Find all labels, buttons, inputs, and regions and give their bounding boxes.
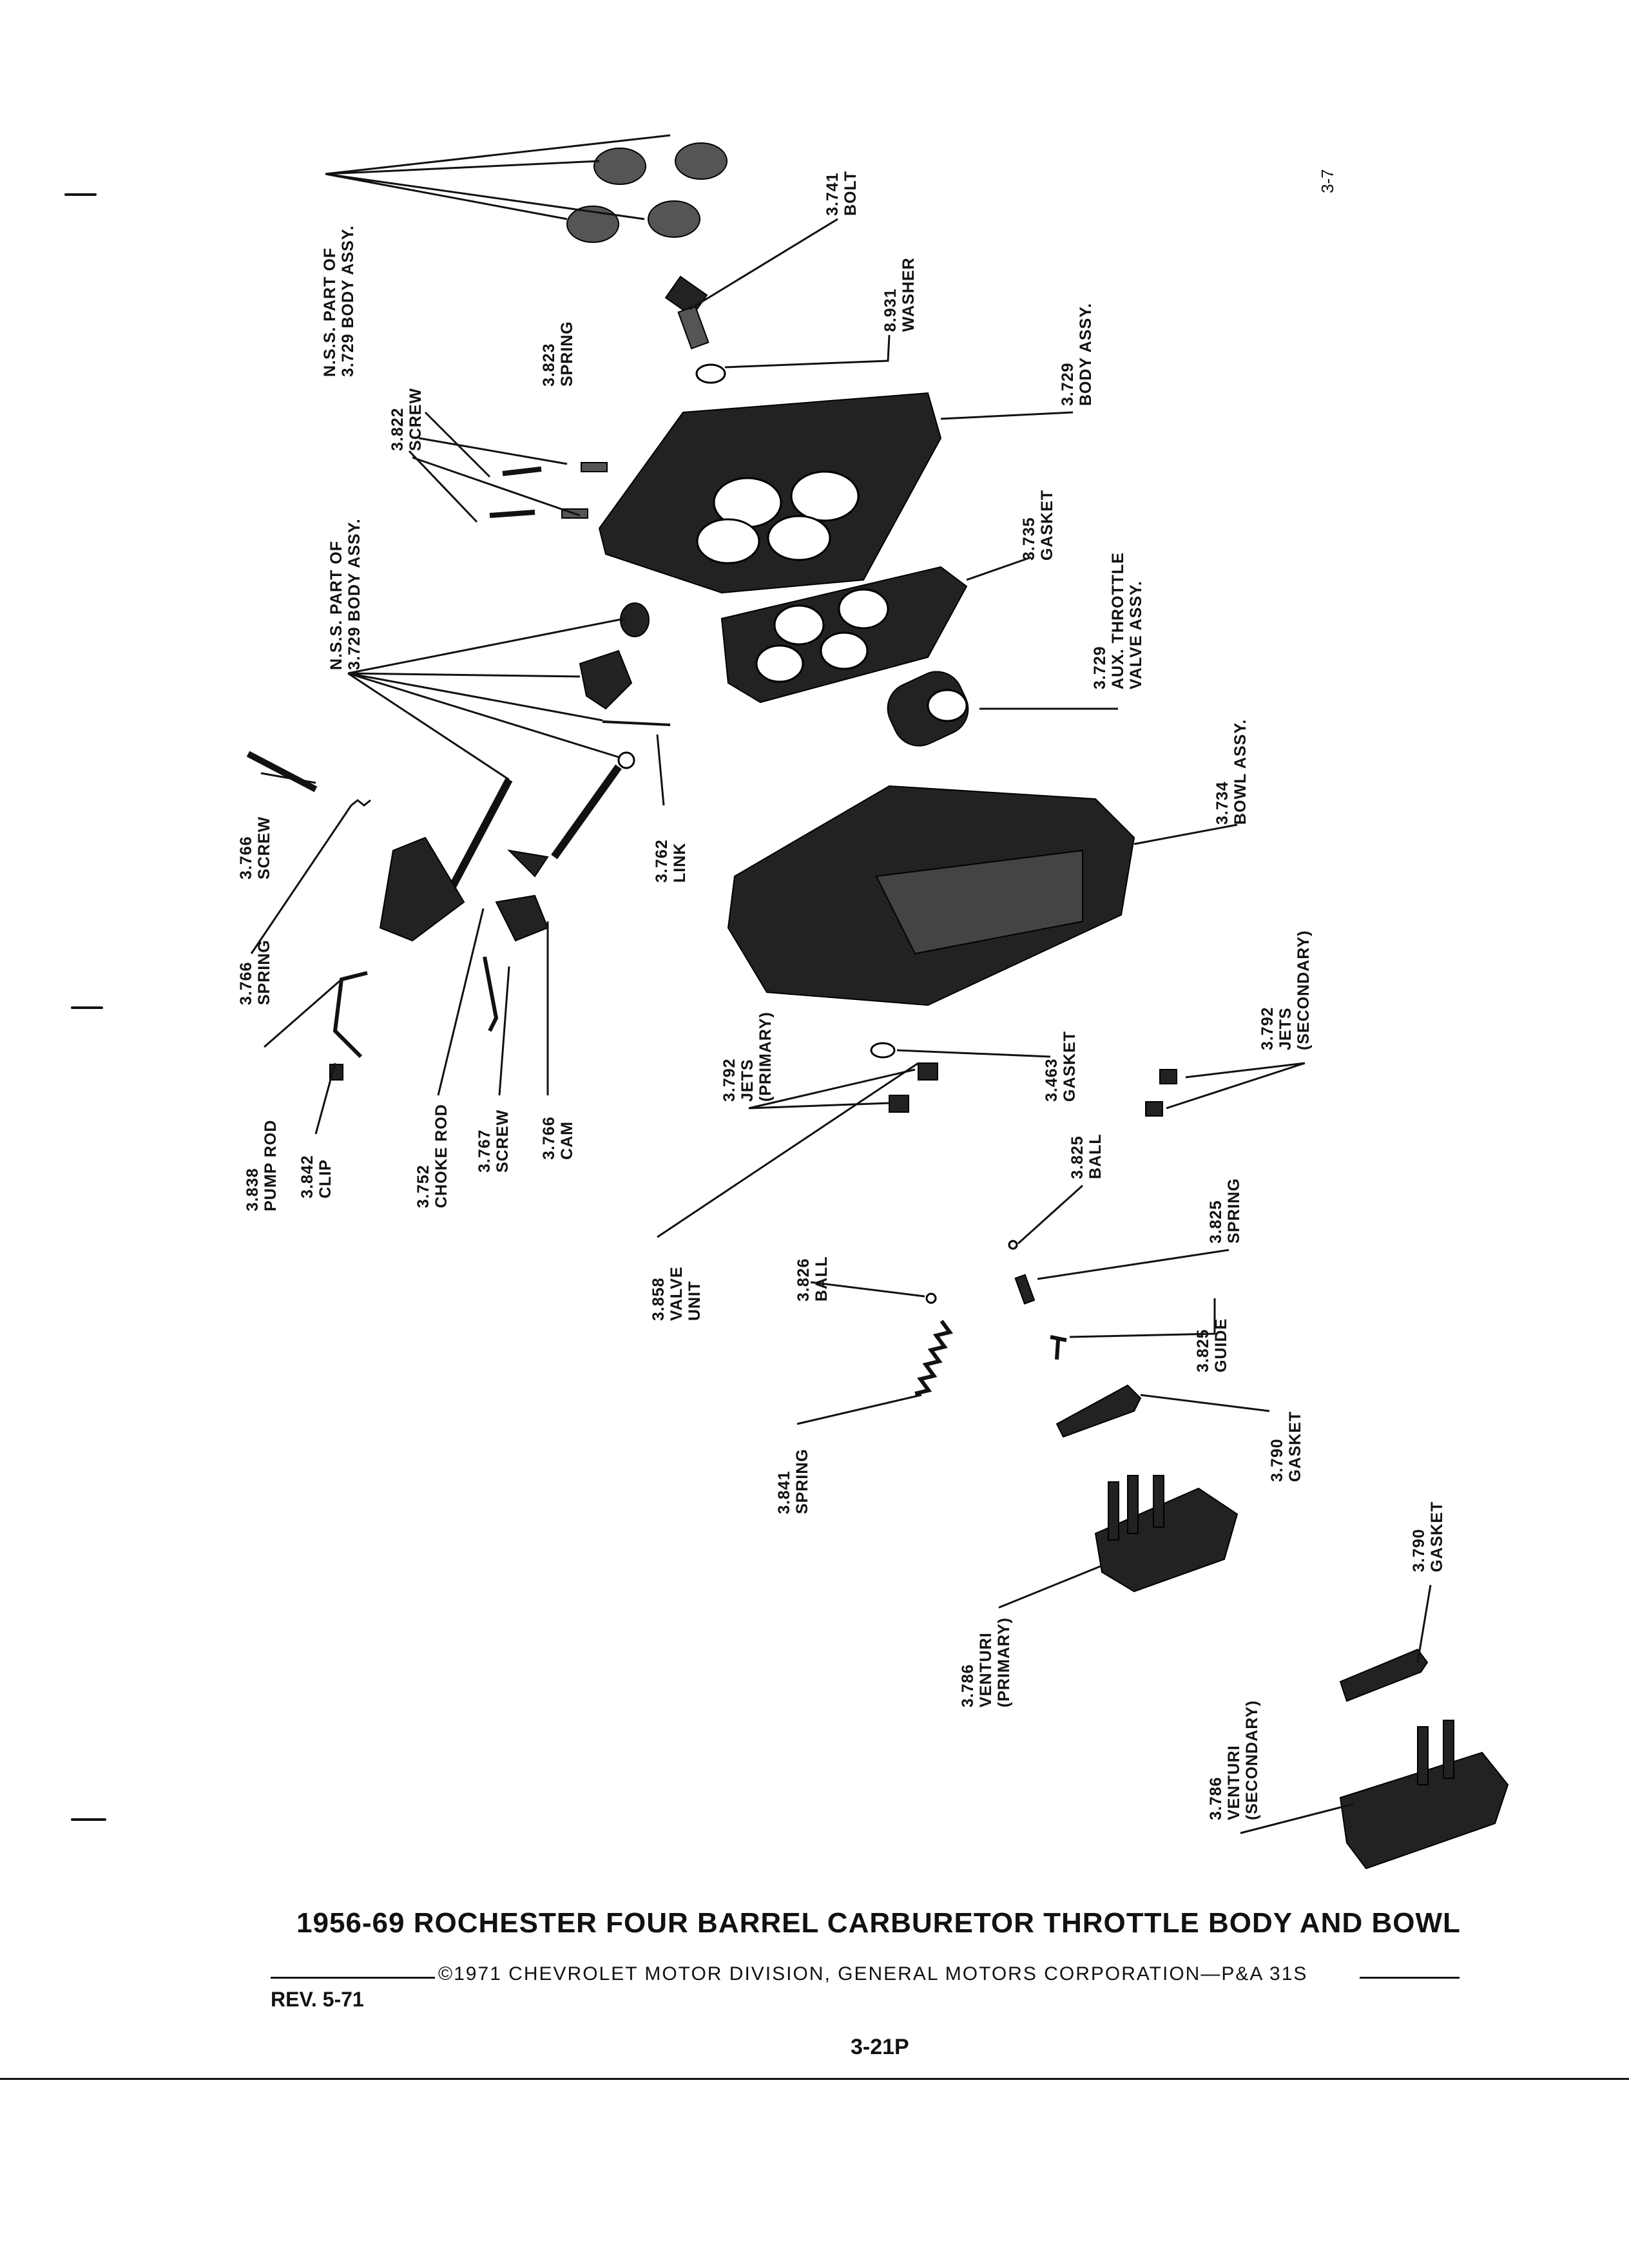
binder-mark-2 <box>71 1006 103 1009</box>
venturi-secondary-part <box>1339 1720 1509 1870</box>
label-screw-3822: 3.822SCREW <box>389 388 425 451</box>
page-number: 3-21P <box>851 2035 909 2059</box>
guide-part <box>1050 1335 1067 1360</box>
gasket-3790a-part <box>1055 1384 1142 1438</box>
label-link: 3.762LINK <box>653 839 689 883</box>
label-gasket-3463: 3.463GASKET <box>1043 1031 1079 1102</box>
label-spring-3766: 3.766SPRING <box>237 939 273 1005</box>
label-aux-throttle: 3.729AUX. THROTTLEVALVE ASSY. <box>1091 552 1145 689</box>
label-venturi-primary: 3.786VENTURI(PRIMARY) <box>959 1617 1013 1707</box>
label-guide: 3.825GUIDE <box>1194 1318 1230 1372</box>
bottom-rule <box>0 2078 1629 2080</box>
gasket-3463-part <box>870 1042 896 1059</box>
part-labels: 3.741BOLT 8.931WASHER 3.729BODY ASSY. N.… <box>237 171 1446 1820</box>
washer-part <box>695 363 726 384</box>
label-bolt: 3.741BOLT <box>824 171 860 216</box>
label-screw-3766: 3.766SCREW <box>237 816 273 879</box>
label-gasket-3790a: 3.790GASKET <box>1268 1411 1304 1482</box>
label-ball-3826: 3.826BALL <box>795 1256 831 1302</box>
spring-3841-part <box>914 1320 954 1396</box>
label-gasket-3790b: 3.790GASKET <box>1410 1501 1446 1572</box>
rule-left <box>271 1977 435 1979</box>
label-spring-3841: 3.841SPRING <box>775 1448 811 1514</box>
label-spring-3823: 3.823SPRING <box>540 321 576 387</box>
choke-linkage-parts <box>246 602 671 1081</box>
label-choke-rod: 3.752CHOKE ROD <box>414 1104 450 1208</box>
binder-mark-1 <box>64 193 97 196</box>
leader-lines <box>250 134 1432 1834</box>
gasket-3790b-part <box>1339 1648 1429 1702</box>
label-body-assy: 3.729BODY ASSY. <box>1059 303 1095 406</box>
label-washer: 8.931WASHER <box>882 257 918 332</box>
label-venturi-secondary: 3.786VENTURI(SECONDARY) <box>1207 1700 1261 1820</box>
rule-right <box>1360 1977 1460 1979</box>
label-clip: 3.842CLIP <box>298 1155 334 1198</box>
label-pump-rod: 3.838PUMP ROD <box>244 1120 280 1211</box>
label-spring-3825: 3.825SPRING <box>1207 1178 1243 1244</box>
ball-3825-part <box>1008 1240 1018 1250</box>
ball-3826-part <box>925 1293 937 1304</box>
label-nss-top: N.S.S. PART OF3.729 BODY ASSY. <box>321 225 357 377</box>
label-valve-unit: 3.858VALVEUNIT <box>650 1266 704 1321</box>
label-nss-mid: N.S.S. PART OF3.729 BODY ASSY. <box>327 518 363 670</box>
label-jets-primary: 3.792JETS(PRIMARY) <box>720 1012 775 1102</box>
side-page-ref: 3-7 <box>1318 169 1337 193</box>
jets-parts <box>889 1062 1177 1117</box>
copyright-line: ©1971 CHEVROLET MOTOR DIVISION, GENERAL … <box>438 1963 1308 1984</box>
label-gasket-3735: 3.735GASKET <box>1020 490 1056 561</box>
revision-label: REV. 5-71 <box>271 1988 364 2011</box>
spring-3825-part <box>1014 1274 1036 1305</box>
gasket-3735-part <box>720 566 968 704</box>
label-ball-3825: 3.825BALL <box>1068 1133 1104 1179</box>
label-bowl-assy: 3.734BOWL ASSY. <box>1213 719 1249 825</box>
label-screw-3767: 3.767SCREW <box>476 1110 512 1173</box>
throttle-body-part <box>598 392 942 594</box>
bolt-part <box>664 275 709 350</box>
label-jets-secondary: 3.792JETS(SECONDARY) <box>1258 930 1313 1050</box>
welch-plugs <box>566 142 728 243</box>
bowl-assembly-part <box>727 785 1135 1006</box>
page-title: 1956-69 ROCHESTER FOUR BARREL CARBURETOR… <box>296 1907 1461 1939</box>
venturi-primary-part <box>1094 1475 1239 1593</box>
aux-throttle-valve-part <box>887 671 969 747</box>
binder-mark-3 <box>71 1818 106 1821</box>
label-cam: 3.766CAM <box>540 1116 576 1160</box>
